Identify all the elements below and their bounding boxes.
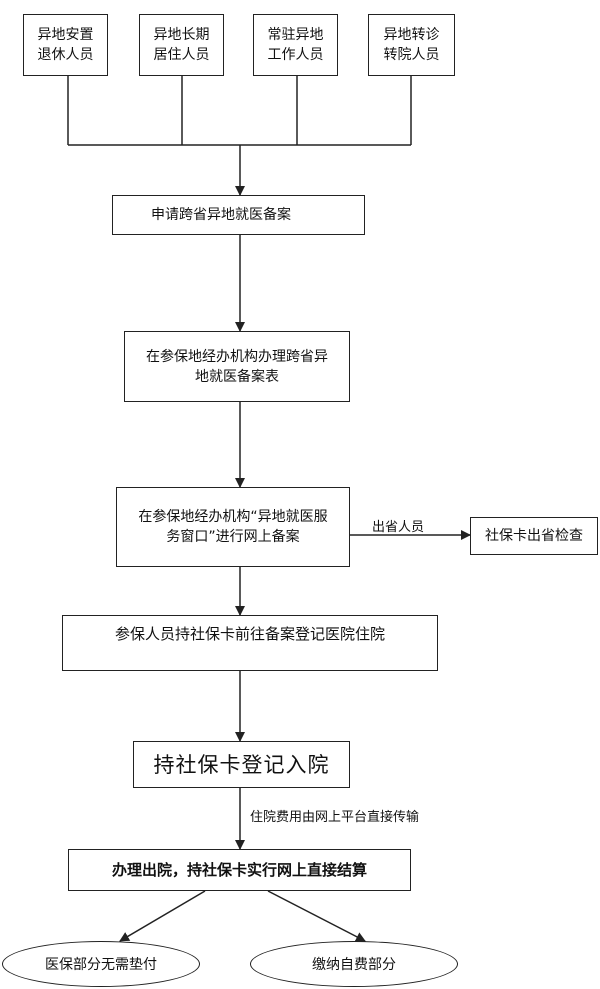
step-go-hospital: 参保人员持社保卡前往备案登记医院住院 — [62, 615, 438, 671]
group-box-referral: 异地转诊转院人员 — [368, 14, 455, 76]
step-apply-text: 申请跨省异地就医备案 — [151, 207, 291, 223]
step-go-hospital-text: 参保人员持社保卡前往备案登记医院住院 — [114, 625, 385, 643]
step-handle-form-line1: 在参保地经办机构办理跨省异 — [146, 348, 328, 365]
step-apply: 申请跨省异地就医备案 — [112, 195, 365, 235]
outcome-right-text: 缴纳自费部分 — [312, 957, 396, 973]
outcome-no-advance-payment: 医保部分无需垫付 — [2, 941, 200, 987]
group-line2: 转院人员 — [383, 47, 440, 63]
step-admit: 持社保卡登记入院 — [133, 741, 350, 788]
step-discharge-text: 办理出院，持社保卡实行网上直接结算 — [111, 861, 367, 879]
group-line1: 常驻异地 — [267, 27, 324, 43]
step-online-filing: 在参保地经办机构“异地就医服务窗口”进行网上备案 — [116, 487, 350, 567]
branch-target-text: 社保卡出省检查 — [485, 528, 583, 544]
group-line2: 工作人员 — [267, 47, 324, 63]
group-line1: 异地长期 — [153, 27, 210, 43]
group-line2: 退休人员 — [37, 47, 94, 63]
group-line1: 异地安置 — [37, 27, 94, 43]
group-box-retirees: 异地安置退休人员 — [23, 14, 108, 76]
transfer-label: 住院费用由网上平台直接传输 — [250, 810, 420, 825]
branch-target-card-check: 社保卡出省检查 — [470, 517, 598, 555]
step-handle-form: 在参保地经办机构办理跨省异地就医备案表 — [124, 331, 350, 402]
step-discharge: 办理出院，持社保卡实行网上直接结算 — [68, 849, 411, 891]
group-line1: 异地转诊 — [383, 27, 440, 43]
step-online-line1: 在参保地经办机构“异地就医服 — [138, 509, 328, 525]
step-admit-text: 持社保卡登记入院 — [153, 752, 330, 777]
branch-label: 出省人员 — [372, 520, 425, 535]
outcome-self-pay: 缴纳自费部分 — [250, 941, 458, 987]
group-box-long-term: 异地长期居住人员 — [139, 14, 224, 76]
group-box-workers: 常驻异地工作人员 — [253, 14, 338, 76]
group-line2: 居住人员 — [153, 47, 210, 63]
step-online-line2: 务窗口”进行网上备案 — [166, 529, 300, 545]
step-handle-form-line2: 地就医备案表 — [195, 368, 279, 385]
outcome-left-text: 医保部分无需垫付 — [45, 957, 157, 973]
